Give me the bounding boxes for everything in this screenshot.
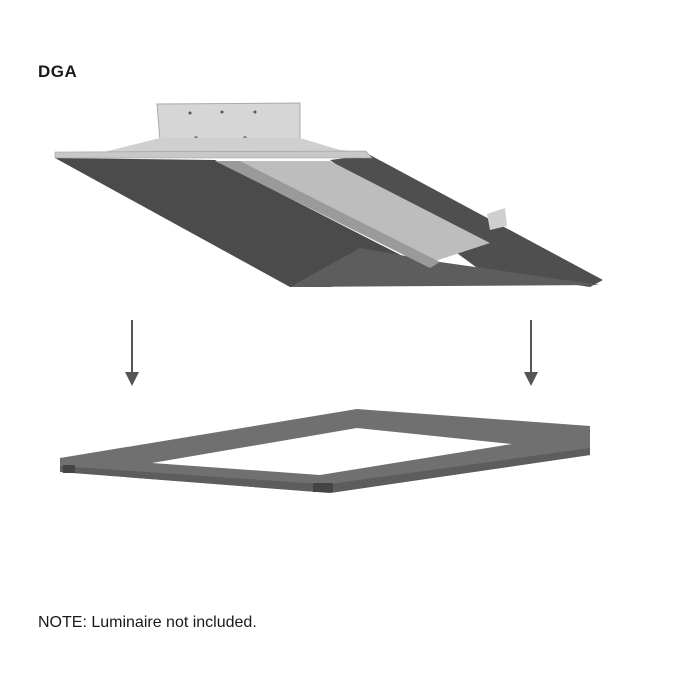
down-arrow-left (125, 320, 139, 386)
luminaire (54, 102, 603, 287)
product-label: DGA (38, 62, 78, 81)
right-flange (330, 155, 603, 287)
left-reflector (55, 158, 430, 287)
down-arrow-right (524, 320, 538, 386)
note-text: NOTE: Luminaire not included. (38, 614, 257, 631)
mounting-frame (60, 409, 590, 493)
